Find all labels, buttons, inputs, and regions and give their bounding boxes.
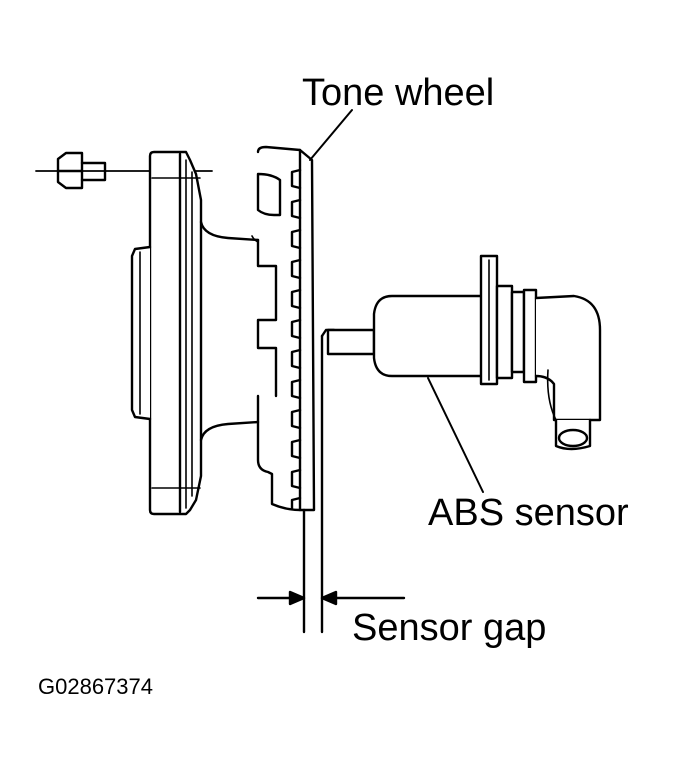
sensor-gap-arrows xyxy=(256,590,406,606)
figure-code: G02867374 xyxy=(38,674,153,699)
hub-flange xyxy=(148,150,203,516)
hub-body xyxy=(199,145,302,512)
hub-pilot xyxy=(130,245,152,421)
sensor-gap-label: Sensor gap xyxy=(352,607,547,649)
abs-sensor-label: ABS sensor xyxy=(428,492,629,534)
tone-wheel xyxy=(290,148,316,512)
abs-sensor xyxy=(326,254,602,451)
tone-wheel-leader xyxy=(309,109,353,161)
abs-sensor-leader xyxy=(427,377,484,493)
tone-wheel-label: Tone wheel xyxy=(302,72,495,114)
